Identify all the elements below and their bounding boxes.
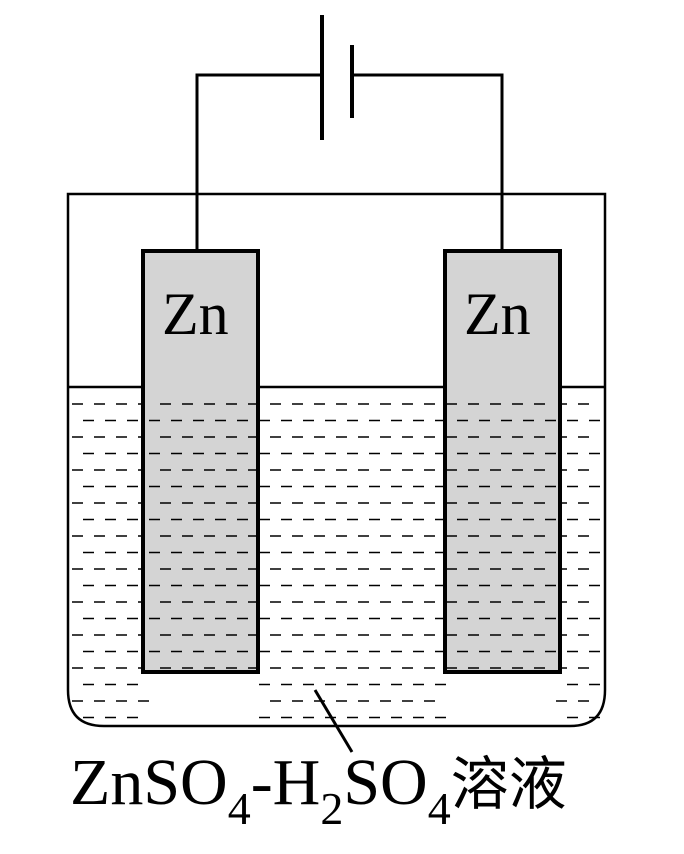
formula-part-2: -H (250, 746, 321, 819)
right-electrode-label: Zn (464, 281, 531, 347)
liquid-solution (72, 403, 600, 719)
formula-subscript-1: 4 (227, 783, 251, 834)
left-electrode-label: Zn (162, 281, 229, 347)
solution-pointer-line (313, 689, 354, 753)
formula-part-1: ZnSO (70, 746, 228, 819)
solution-label: ZnSO4-H2SO4溶液 (70, 746, 567, 832)
battery-icon (320, 15, 354, 140)
formula-part-3: SO (343, 746, 428, 819)
right-wire (352, 73, 504, 250)
formula-subscript-3: 4 (427, 783, 451, 834)
beaker-outline (66, 192, 607, 728)
solution-suffix: 溶液 (450, 750, 567, 818)
submerged-electrode-dashes (149, 403, 556, 669)
formula-subscript-2: 2 (320, 783, 344, 834)
left-wire (195, 73, 322, 250)
